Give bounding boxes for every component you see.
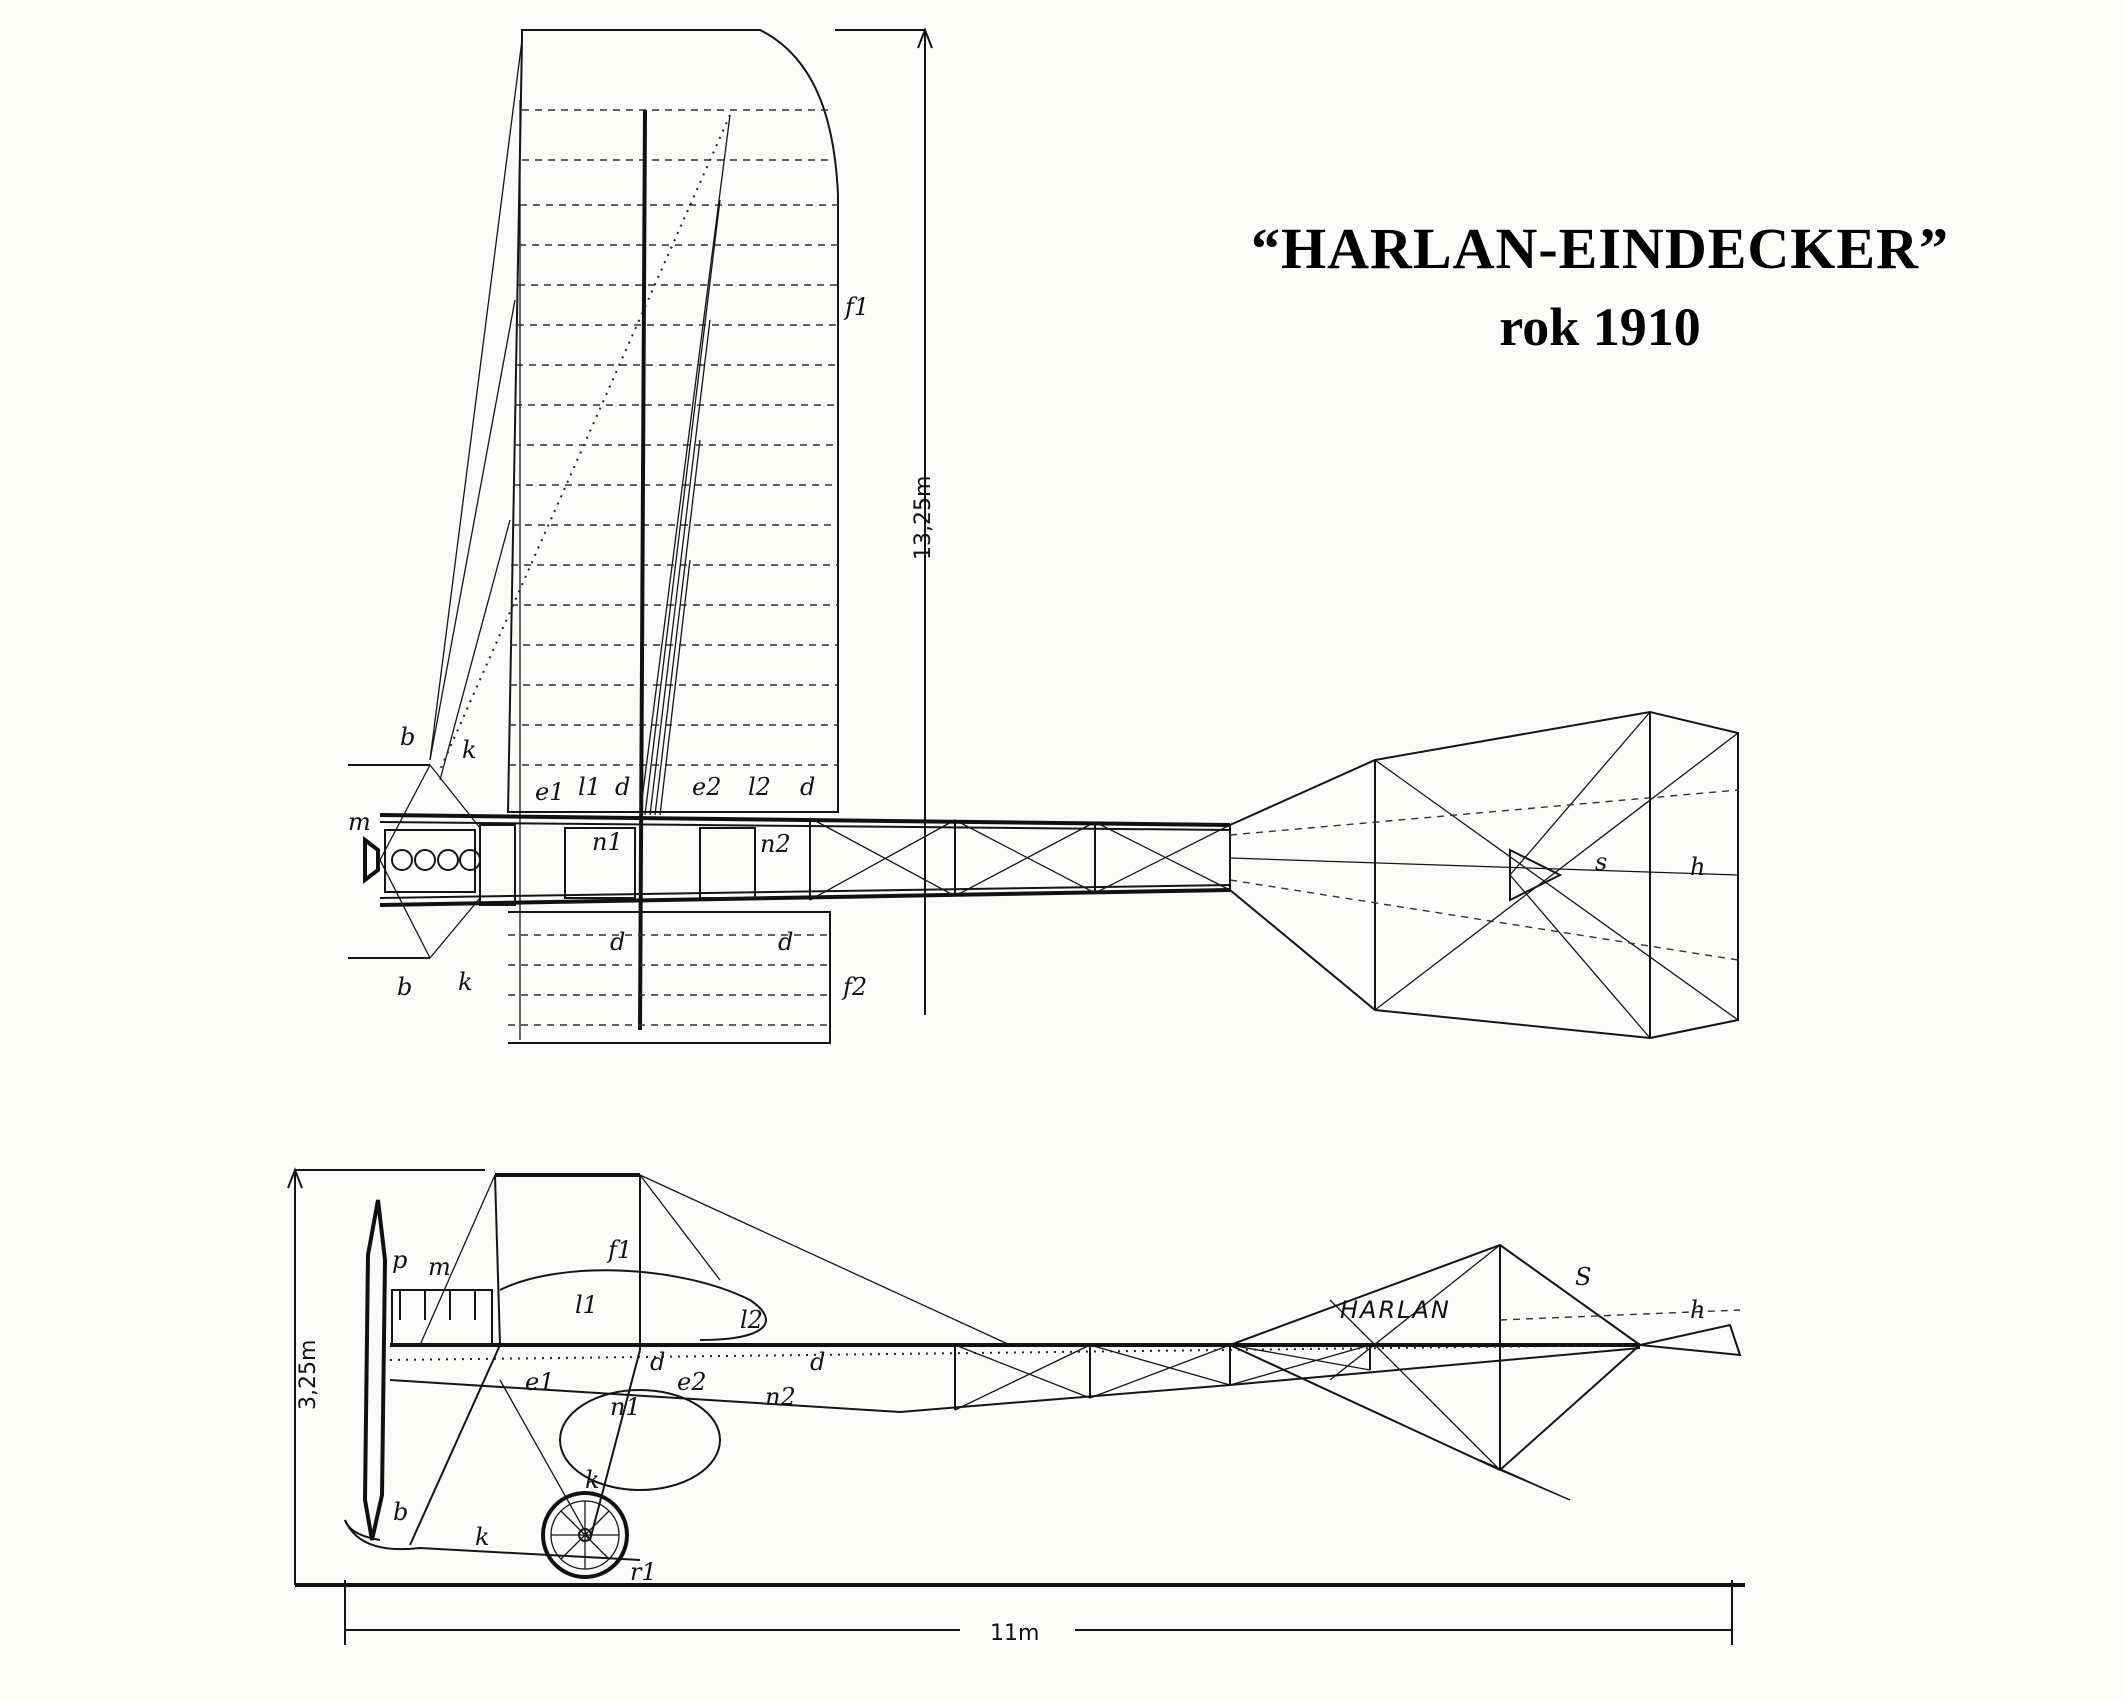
length-dimension xyxy=(344,1580,1733,1645)
wing-profile xyxy=(499,1269,767,1341)
side-lettering: HARLAN xyxy=(1340,1296,1451,1324)
side-label-e1: e1 xyxy=(525,1368,554,1396)
span-dimension xyxy=(835,27,933,1015)
side-label-m: m xyxy=(428,1253,451,1281)
side-label-n2: n2 xyxy=(765,1383,796,1411)
side-view: 3,25m xyxy=(287,1167,1745,1646)
wheel xyxy=(541,1491,629,1579)
side-label-d: d xyxy=(650,1348,665,1376)
plan-view: 13,25m xyxy=(348,27,1739,1044)
side-label-e2: e2 xyxy=(677,1368,706,1396)
main-spar xyxy=(638,109,647,1031)
side-label-s: S xyxy=(1575,1263,1591,1291)
label-e2: e2 xyxy=(692,773,721,801)
label-b-bottom: b xyxy=(397,973,412,1001)
fuselage-plan xyxy=(379,813,1231,907)
side-label-n1: n1 xyxy=(610,1393,641,1421)
side-label-k: k xyxy=(585,1466,600,1494)
tailplane-plan xyxy=(1229,710,1739,1040)
label-b-top: b xyxy=(400,723,415,751)
height-dimension-label: 3,25m xyxy=(296,1340,321,1410)
tail-side xyxy=(1227,1243,1742,1501)
propeller-side xyxy=(362,1199,388,1541)
upper-wing-outline xyxy=(506,29,839,813)
label-k-bottom: k xyxy=(458,968,473,996)
label-h: h xyxy=(1690,853,1705,881)
length-dimension-label: 11m xyxy=(990,1621,1039,1646)
label-f1: f1 xyxy=(843,293,869,321)
side-label-p: p xyxy=(392,1246,407,1274)
label-n2: n2 xyxy=(760,830,791,858)
height-dimension xyxy=(287,1167,485,1585)
label-n1: n1 xyxy=(592,828,623,856)
label-e1: e1 xyxy=(535,778,564,806)
side-label-h: h xyxy=(1690,1296,1705,1324)
engine-plan xyxy=(348,764,481,959)
label-m: m xyxy=(348,808,371,836)
side-label-k2: k xyxy=(475,1523,490,1551)
label-f2: f2 xyxy=(841,973,867,1001)
side-label-f1: f1 xyxy=(606,1236,632,1264)
plan-view-labels: b k m e1 l1 d e2 l2 d n1 n2 d d b k f1 f… xyxy=(348,293,1705,1001)
side-view-labels: p m f1 l1 l2 d d e1 e2 n1 n2 b k k r1 S … xyxy=(392,1236,1705,1586)
cabane-struts xyxy=(419,1173,1011,1350)
label-k-top: k xyxy=(462,736,477,764)
span-dimension-label: 13,25m xyxy=(911,476,936,560)
label-d2: d xyxy=(800,773,815,801)
label-d3: d xyxy=(610,928,625,956)
drawing-title: “HARLAN-EINDECKER” xyxy=(1251,216,1949,281)
diagonal-dotted-wire xyxy=(439,114,731,771)
label-l2: l2 xyxy=(748,773,771,801)
side-label-l1: l1 xyxy=(575,1291,598,1319)
title-block: “HARLAN-EINDECKER” rok 1910 xyxy=(1200,210,2000,366)
engine-side xyxy=(391,1289,493,1346)
side-label-d2: d xyxy=(810,1348,825,1376)
lower-wing-outline xyxy=(508,911,831,1044)
drawing-subtitle: rok 1910 xyxy=(1499,297,1701,357)
label-l1: l1 xyxy=(578,773,601,801)
fuselage-side xyxy=(389,1343,1641,1413)
side-label-l2: l2 xyxy=(740,1306,763,1334)
label-d4: d xyxy=(778,928,793,956)
upper-wing-ribs xyxy=(509,109,838,766)
side-label-b: b xyxy=(393,1498,408,1526)
undercarriage xyxy=(344,1344,721,1561)
lower-wing-ribs xyxy=(508,934,830,1026)
side-label-r1: r1 xyxy=(630,1558,657,1586)
label-s: s xyxy=(1595,848,1607,876)
bracing-wires xyxy=(429,39,731,1040)
label-d1: d xyxy=(615,773,630,801)
